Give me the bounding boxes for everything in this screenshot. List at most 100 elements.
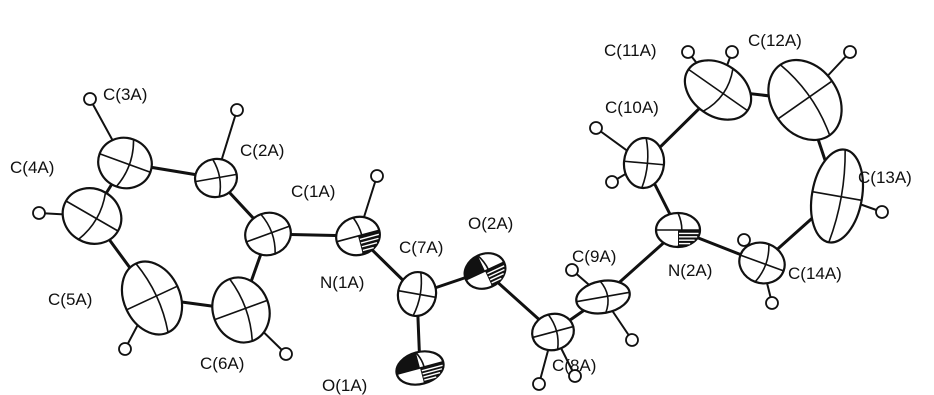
ellipsoid-axis: [115, 139, 135, 188]
hatch-line: [423, 371, 441, 378]
atom-label-c4a: C(4A): [10, 158, 54, 177]
atom-c10a: [622, 136, 666, 190]
hydrogen-atom: [725, 45, 739, 59]
hatch-line: [421, 364, 443, 372]
hatch-line: [360, 237, 379, 244]
hydrogen-atom: [681, 45, 695, 59]
atom-label-c5a: C(5A): [48, 290, 92, 309]
ellipsoid-axis: [412, 272, 423, 317]
atom-c13a: [809, 148, 865, 244]
atom-label-c3a: C(3A): [103, 85, 147, 104]
hydrogen-atom: [279, 347, 293, 361]
bonds-layer: [90, 88, 839, 370]
atom-label-c7a: C(7A): [399, 238, 443, 257]
ellipsoid-axis: [195, 173, 237, 183]
atom-c1a: [244, 211, 292, 257]
atom-c8a: [531, 312, 575, 352]
atom-label-c13a: C(13A): [858, 168, 912, 187]
hydrogen-atom: [565, 263, 579, 277]
ellipsoid-axis: [641, 137, 649, 189]
atom-c9a: [575, 279, 631, 315]
atom-c3a: [97, 136, 153, 190]
atom-label-c10a: C(10A): [605, 98, 659, 117]
ellipsoid-axis: [246, 225, 290, 243]
hydrogen-atom: [589, 121, 603, 135]
ellipsoid-axis: [65, 200, 119, 232]
hydrogen-atom: [568, 369, 582, 383]
atom-c4a: [61, 187, 123, 245]
ellipsoid-axis: [599, 280, 609, 314]
ellipsoid-axis: [547, 314, 559, 350]
ellipsoid-axis: [77, 192, 107, 241]
ellipsoid-axis: [398, 289, 436, 299]
ellipsoid-axis: [777, 80, 833, 120]
atoms-layer: [61, 58, 865, 386]
hatch-line: [422, 368, 443, 375]
hatch-line: [359, 233, 380, 241]
hatch-line: [424, 376, 437, 381]
atom-label-n1a: N(1A): [320, 273, 364, 292]
ellipsoid-axis: [532, 325, 574, 339]
hatch-line: [362, 246, 374, 252]
shaded-octant: [358, 230, 380, 255]
shaded-octant: [678, 230, 700, 247]
atom-c11a: [683, 59, 753, 121]
hydrogen-atom: [118, 342, 132, 356]
atom-c6a: [211, 276, 271, 344]
ellipsoid-axis: [214, 299, 268, 321]
hydrogen-atom: [370, 169, 384, 183]
atom-label-c12a: C(12A): [748, 31, 802, 50]
atom-c12a: [767, 58, 843, 142]
atom-label-c2a: C(2A): [240, 141, 284, 160]
ellipsoid-axis: [260, 213, 276, 254]
atom-label-c8a: C(8A): [552, 356, 596, 375]
ellipsoid-axis: [576, 291, 630, 303]
atom-label-o2a: O(2A): [468, 214, 513, 233]
ellipsoid-axis: [126, 285, 178, 311]
hydrogen-atom: [605, 175, 619, 189]
ellipsoid-axis: [754, 244, 770, 283]
atom-label-n2a: N(2A): [668, 261, 712, 280]
ellipsoid-axis: [779, 64, 831, 136]
hydrogen-atom: [843, 45, 857, 59]
atom-o1a: [395, 350, 445, 386]
ellipsoid-axis: [212, 158, 222, 197]
hydrogen-atoms-layer: [32, 45, 889, 391]
ellipsoid-axis: [812, 190, 862, 202]
atom-n1a: [335, 215, 381, 257]
atom-label-c6a: C(6A): [200, 354, 244, 373]
shaded-octant: [396, 352, 420, 375]
shaded-octant: [464, 255, 485, 280]
hatch-line: [487, 265, 505, 275]
ellipsoid-axis: [99, 153, 151, 173]
atom-n2a: [654, 211, 702, 249]
ellipsoid-axis: [828, 149, 846, 243]
ellipsoid-axis: [624, 160, 664, 166]
ellipsoid-axis: [688, 68, 748, 112]
hatch-line: [491, 277, 502, 284]
hydrogen-atom: [32, 206, 46, 220]
hatch-line: [361, 242, 378, 248]
ellipsoid-axis: [135, 263, 169, 333]
ellipsoid-axis: [740, 254, 784, 272]
atom-label-c1a: C(1A): [291, 182, 335, 201]
hydrogen-atom: [765, 296, 779, 310]
atom-c2a: [193, 157, 239, 199]
atom-label-c14a: C(14A): [788, 264, 842, 283]
atom-c7a: [396, 270, 438, 318]
hydrogen-atom: [230, 103, 244, 117]
atom-label-c9a: C(9A): [572, 247, 616, 266]
atom-c14a: [738, 241, 786, 285]
hatch-line: [489, 272, 504, 281]
atom-label-o1a: O(1A): [322, 376, 367, 395]
hydrogen-atom: [625, 333, 639, 347]
hydrogen-atom: [875, 205, 889, 219]
hydrogen-atom: [83, 92, 97, 106]
atom-o2a: [463, 252, 507, 290]
labels-layer: C(1A) C(2A) C(3A) C(4A) C(5A) C(6A) N(1A) C(7A)…: [10, 31, 912, 395]
hatch-line: [488, 268, 505, 278]
ellipsoid-axis: [702, 68, 734, 112]
atom-label-c11a: C(11A): [604, 41, 657, 60]
